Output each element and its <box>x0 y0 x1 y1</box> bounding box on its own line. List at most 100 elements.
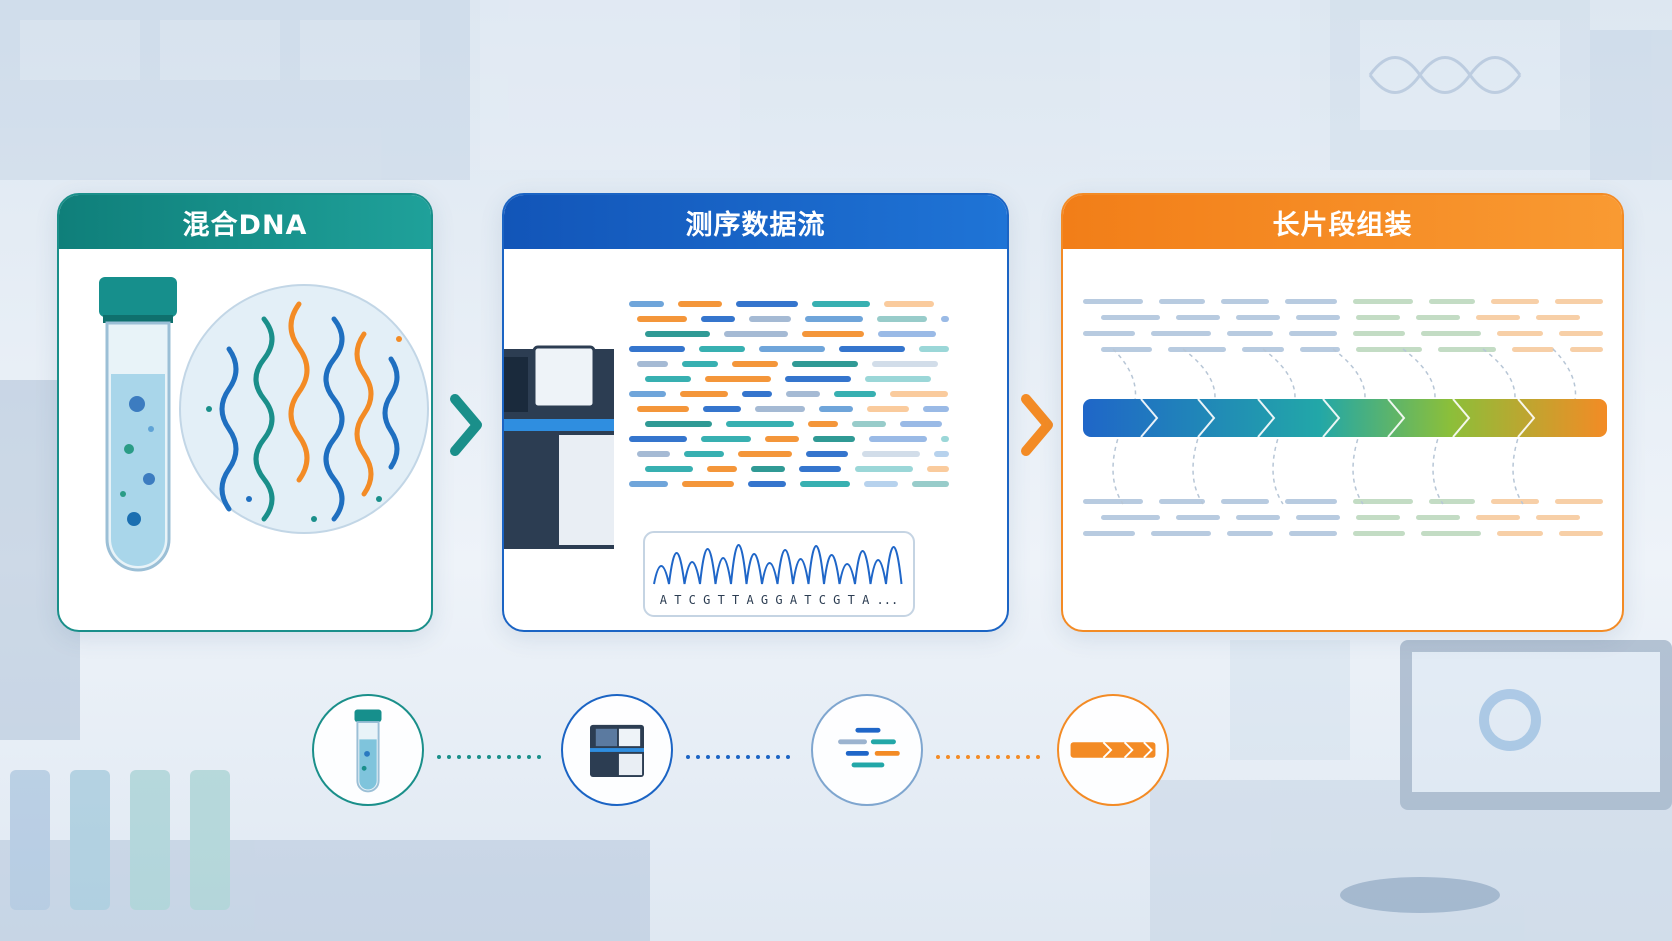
sequencing-panel: 测序数据流 A T C G T T A G G A T C G T A ... <box>502 193 1009 632</box>
read-fragment <box>1300 347 1340 352</box>
read-fragment <box>1356 347 1422 352</box>
read-fragment <box>1421 331 1481 336</box>
read-segment <box>941 316 949 322</box>
read-segment <box>852 421 886 427</box>
read-segment <box>645 421 712 427</box>
sequencing-illustration: A T C G T T A G G A T C G T A ... <box>504 249 1007 630</box>
read-segment <box>799 466 841 472</box>
read-segment <box>738 451 792 457</box>
read-fragment <box>1497 531 1543 536</box>
read-fragment <box>1353 299 1413 304</box>
read-fragment <box>1356 515 1400 520</box>
step-mixed-dna <box>312 694 424 806</box>
read-fragment <box>1416 515 1460 520</box>
read-fragment <box>1491 299 1539 304</box>
read-segment <box>732 361 778 367</box>
read-segment <box>865 376 931 382</box>
read-fragment <box>1159 499 1205 504</box>
read-fragment <box>1083 499 1143 504</box>
read-fragment <box>1285 299 1337 304</box>
read-segment <box>864 481 898 487</box>
read-fragment <box>1536 315 1580 320</box>
read-segment <box>813 436 855 442</box>
read-segment <box>637 406 689 412</box>
read-segment <box>680 391 728 397</box>
sequencer-icon <box>504 345 614 549</box>
test-tube-icon <box>354 709 382 793</box>
read-segment <box>645 376 691 382</box>
read-segment <box>684 451 724 457</box>
read-segment <box>884 301 934 307</box>
sequencer-icon <box>590 724 644 777</box>
mixed-dna-panel: 混合DNA <box>57 193 433 632</box>
step-assembly <box>1057 694 1169 806</box>
read-fragment <box>1289 331 1337 336</box>
assembly-panel: 长片段组装 <box>1061 193 1624 632</box>
step-sequencing <box>561 694 673 806</box>
read-fragment <box>1497 331 1543 336</box>
read-fragment <box>1421 531 1481 536</box>
connector-dots <box>936 755 1050 759</box>
read-fragment <box>1570 347 1603 352</box>
read-fragment <box>1227 531 1273 536</box>
read-fragment <box>1083 331 1135 336</box>
read-segment <box>855 466 913 472</box>
read-segment <box>792 361 858 367</box>
read-fragment <box>1353 531 1405 536</box>
read-segment <box>629 481 668 487</box>
read-fragment <box>1559 531 1603 536</box>
read-segment <box>645 331 710 337</box>
read-segment <box>629 436 687 442</box>
read-segment <box>819 406 853 412</box>
read-segment <box>629 301 664 307</box>
read-fragment <box>1151 531 1211 536</box>
read-segment <box>703 406 741 412</box>
read-segment <box>805 316 863 322</box>
read-fragment <box>1101 315 1160 320</box>
read-segment <box>751 466 785 472</box>
read-segment <box>927 466 949 472</box>
mixed-dna-title: 混合DNA <box>59 195 431 249</box>
read-segment <box>637 451 670 457</box>
read-fragment <box>1555 499 1603 504</box>
base-sequence-text: A T C G T T A G G A T C G T A ... <box>660 593 898 607</box>
read-segment <box>812 301 870 307</box>
read-fragment <box>1296 515 1340 520</box>
read-segment <box>919 346 949 352</box>
read-segment <box>878 331 936 337</box>
mixed-dna-illustration <box>59 249 431 630</box>
read-segment <box>699 346 745 352</box>
read-segment <box>890 391 948 397</box>
read-segment <box>701 316 735 322</box>
read-segment <box>678 301 722 307</box>
reads-icon <box>838 727 900 768</box>
read-segment <box>941 436 949 442</box>
read-fragment <box>1285 499 1337 504</box>
read-fragment <box>1083 299 1143 304</box>
chevron-right-icon <box>450 394 482 456</box>
read-fragment <box>1429 299 1475 304</box>
read-segment <box>724 331 788 337</box>
read-fragment <box>1416 315 1460 320</box>
assembled-contig-icon <box>1070 741 1156 759</box>
read-segment <box>900 421 942 427</box>
read-segment <box>629 391 666 397</box>
read-fragment <box>1151 331 1211 336</box>
read-segment <box>759 346 825 352</box>
read-segment <box>748 481 786 487</box>
connector-dots <box>686 755 800 759</box>
read-fragment <box>1168 347 1226 352</box>
test-tube-icon <box>99 277 177 572</box>
dna-strands-magnifier <box>179 284 429 534</box>
read-fragment <box>1176 515 1220 520</box>
read-fragment <box>1159 299 1205 304</box>
read-fragment <box>1555 299 1603 304</box>
read-fragment <box>1476 315 1520 320</box>
short-reads-top <box>1083 299 1603 352</box>
read-fragment <box>1512 347 1554 352</box>
read-fragment <box>1429 499 1475 504</box>
read-fragment <box>1353 499 1413 504</box>
read-segment <box>765 436 799 442</box>
read-segment <box>808 421 838 427</box>
read-segment <box>701 436 751 442</box>
